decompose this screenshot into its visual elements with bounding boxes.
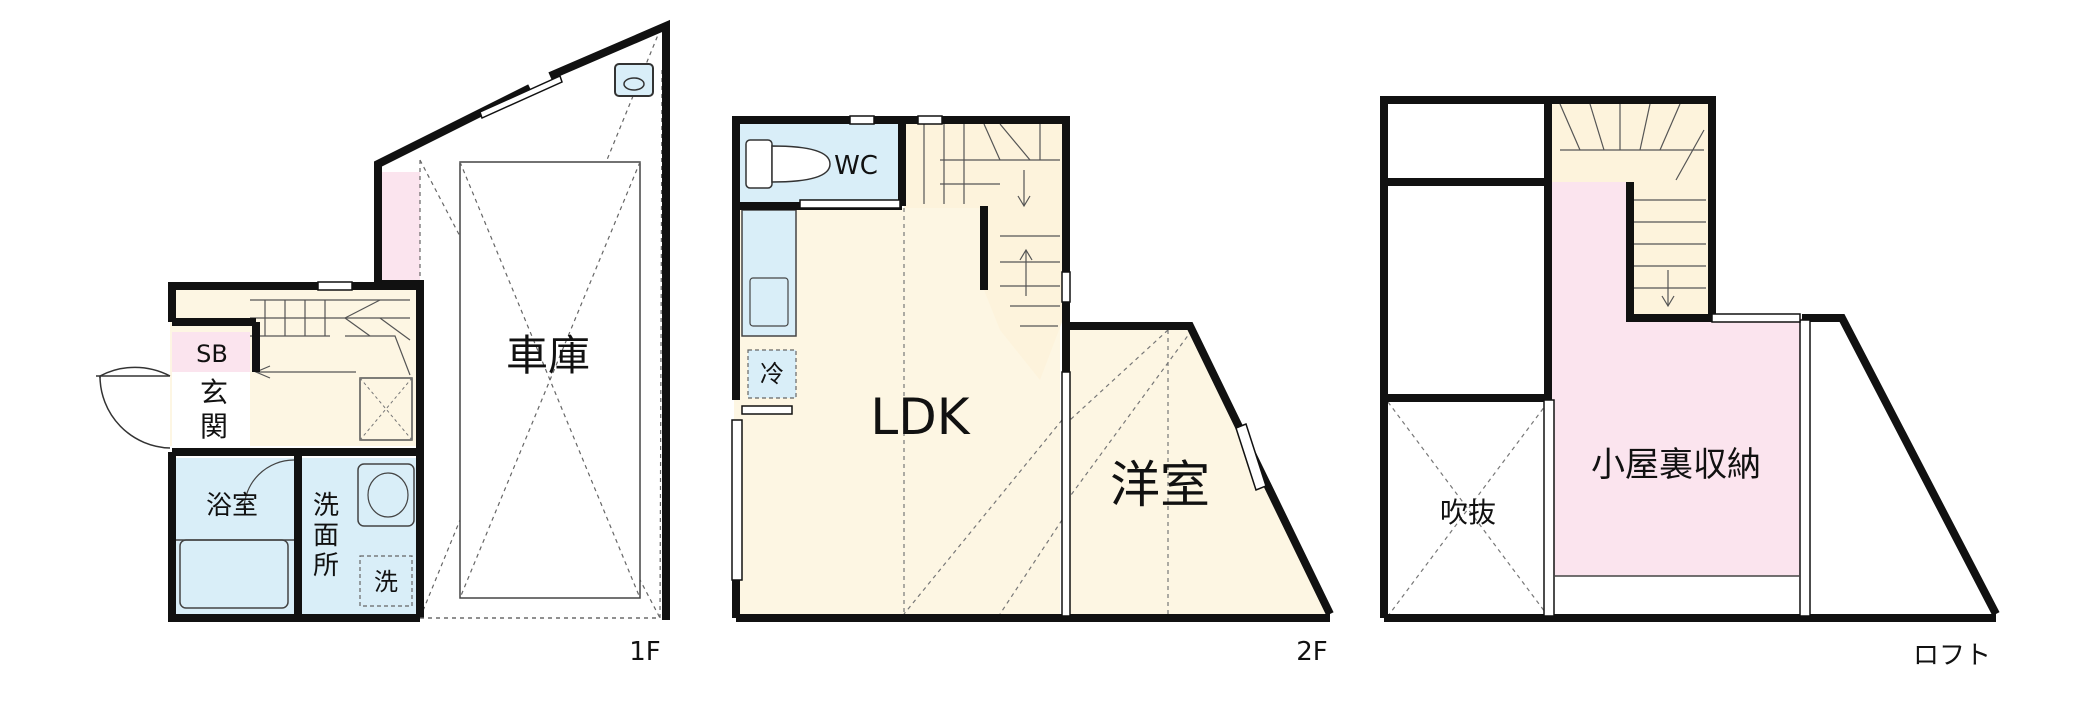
void-area xyxy=(1388,402,1548,616)
entrance-area xyxy=(172,372,250,446)
wash-basin-icon xyxy=(357,463,415,527)
washroom-label-2: 面 xyxy=(313,521,339,551)
floor-1-label: 1F xyxy=(629,637,661,667)
windows-1f xyxy=(317,74,563,291)
walls-loft xyxy=(1380,96,2000,622)
garage-side-strip xyxy=(378,172,420,284)
washroom-label-1: 洗 xyxy=(313,491,339,521)
wc-label: WC xyxy=(834,151,878,181)
washroom-label-3: 所 xyxy=(313,551,339,581)
loft-storage-area xyxy=(1548,182,1804,576)
shoe-box-label: SB xyxy=(196,340,228,368)
bathtub-icon xyxy=(179,539,289,609)
fridge-area xyxy=(747,349,797,399)
floor-2-label: 2F xyxy=(1296,637,1328,667)
ldk-area xyxy=(734,208,1060,618)
stairs-loft xyxy=(1548,104,1708,182)
floor-2-plan xyxy=(731,115,1334,622)
entrance-label-1: 玄 xyxy=(200,376,228,409)
stairs-1f xyxy=(250,299,411,379)
bath-label: 浴室 xyxy=(206,491,258,521)
shoe-box-area xyxy=(172,332,250,372)
entrance-label-2: 関 xyxy=(200,410,228,443)
fridge-label: 冷 xyxy=(760,360,784,388)
car-cross xyxy=(459,161,641,599)
garage-label: 車庫 xyxy=(506,331,590,380)
floor-1-plan xyxy=(96,19,670,622)
ldk-label: LDK xyxy=(870,388,970,446)
western-room-area xyxy=(1070,330,1330,614)
loft-plan xyxy=(1380,96,2000,622)
washer-label: 洗 xyxy=(374,568,398,596)
washer-area xyxy=(359,555,413,607)
western-room-label: 洋室 xyxy=(1110,456,1210,514)
walls-1f xyxy=(168,19,670,622)
loft-storage-label: 小屋裏収納 xyxy=(1591,445,1761,485)
kitchen-counter xyxy=(741,209,797,337)
garage-sink-icon xyxy=(614,63,654,97)
loft-floor-label: ロフト xyxy=(1913,641,1991,671)
void-label: 吹抜 xyxy=(1440,496,1496,529)
